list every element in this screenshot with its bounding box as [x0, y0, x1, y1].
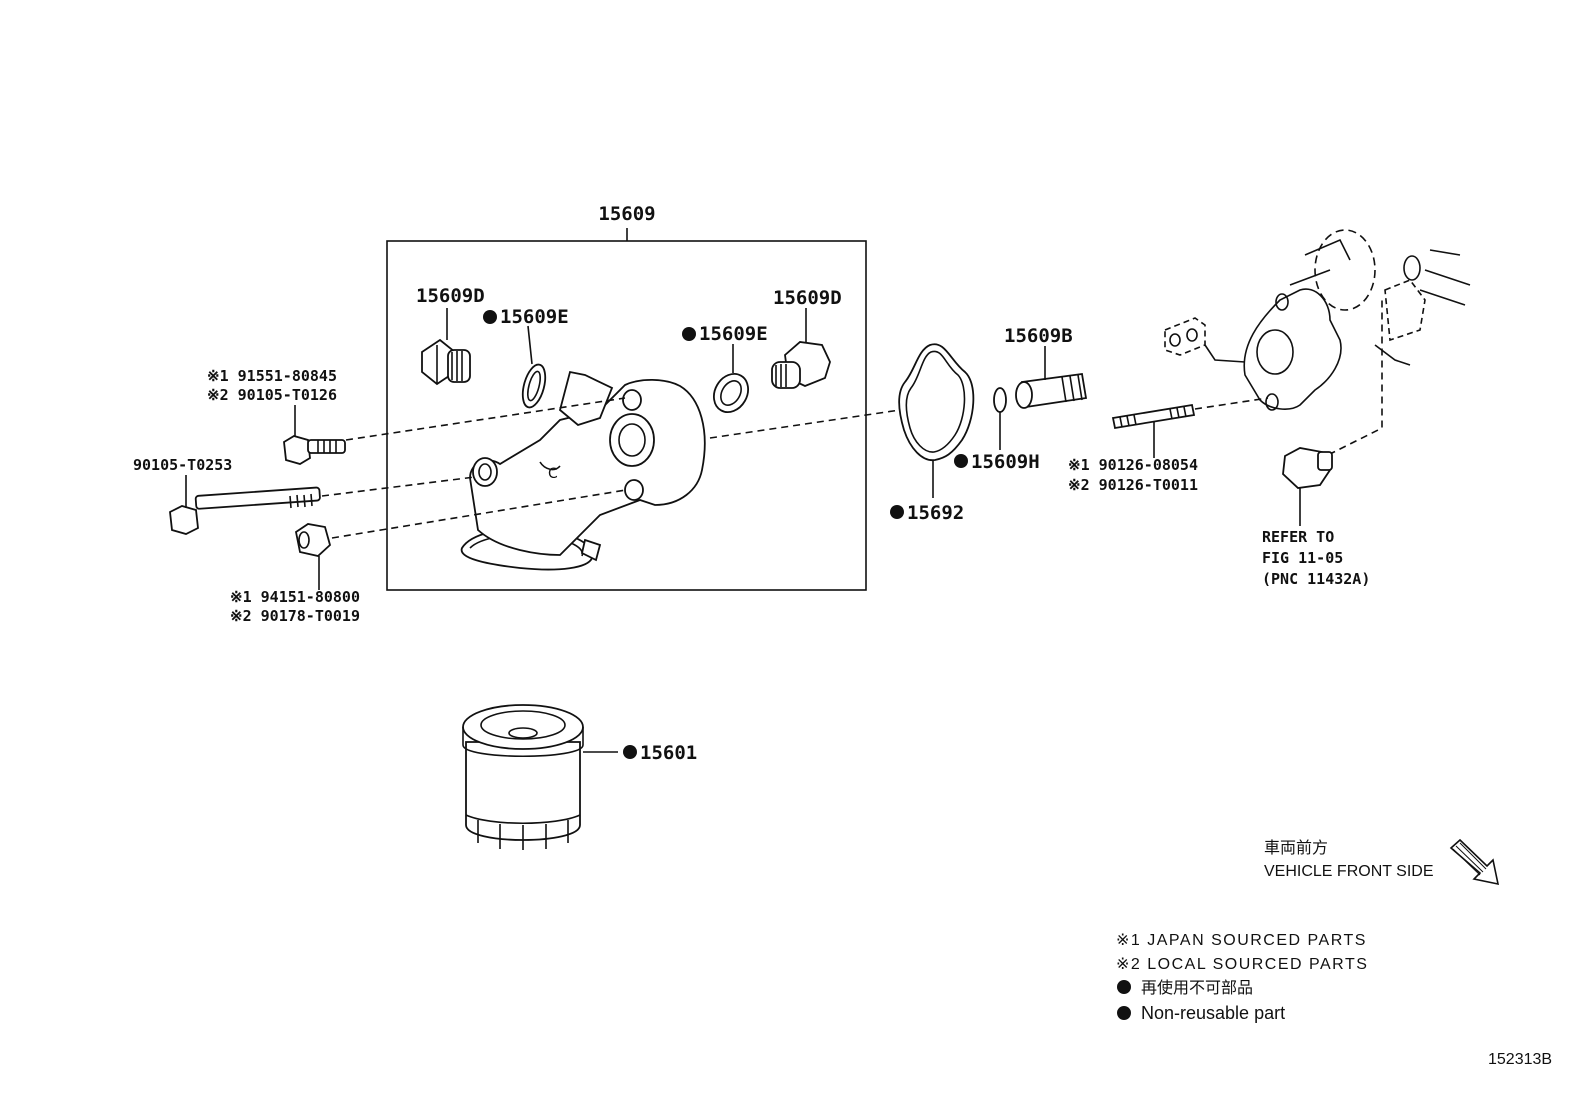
- refer-line-2: FIG 11-05: [1262, 549, 1343, 567]
- bolt-long: [169, 486, 321, 535]
- nonreusable-marker: [483, 310, 497, 324]
- align-line-stud: [1194, 397, 1269, 410]
- callout-15609H: 15609H: [971, 451, 1040, 473]
- legend-dot-icon: [1117, 980, 1131, 994]
- drain-plug: [1282, 447, 1333, 489]
- align-line-drain: [1317, 298, 1383, 461]
- engine-block-fragment: [1164, 229, 1471, 411]
- nonreusable-marker: [954, 454, 968, 468]
- oil-filter-15601: [462, 704, 584, 850]
- callout-15601: 15601: [640, 742, 697, 764]
- legend-nonreusable-jp: 再使用不可部品: [1141, 979, 1253, 997]
- gasket-15609E-right: [713, 373, 749, 413]
- callout-15692: 15692: [907, 502, 964, 524]
- callout-15609B: 15609B: [1004, 325, 1073, 347]
- callout-bolt-long: 90105-T0253: [133, 456, 232, 474]
- diagram-id: 152313B: [1488, 1051, 1552, 1068]
- legend-japan-sourced: ※1 JAPAN SOURCED PARTS: [1116, 932, 1367, 949]
- gasket-15609E-left: [521, 363, 547, 409]
- legend-dot-icon: [1117, 1006, 1131, 1020]
- union-15609B: [1015, 372, 1088, 409]
- callout-15609D-right: 15609D: [773, 287, 842, 309]
- align-line-nut: [331, 489, 627, 539]
- gasket-15692: [898, 343, 975, 461]
- direction-label-jp: 車両前方: [1264, 839, 1328, 857]
- refer-line-1: REFER TO: [1262, 528, 1334, 546]
- callout-15609D-left: 15609D: [416, 285, 485, 307]
- callout-nut-2: ※2 90178-T0019: [230, 607, 360, 625]
- svg-text:C: C: [548, 466, 558, 482]
- plug-15609D-right: [771, 341, 831, 389]
- refer-line-3: (PNC 11432A): [1262, 570, 1370, 588]
- legend-nonreusable-en: Non-reusable part: [1141, 1003, 1285, 1023]
- align-line-gasket: [709, 409, 901, 439]
- oring-15609H: [993, 387, 1007, 413]
- callout-stud-1: ※1 90126-08054: [1068, 456, 1198, 474]
- callout-stud-2: ※2 90126-T0011: [1068, 476, 1198, 494]
- bolt-short: [283, 435, 346, 465]
- legend-local-sourced: ※2 LOCAL SOURCED PARTS: [1116, 956, 1368, 973]
- align-line-bolt-long: [321, 476, 476, 497]
- stud: [1111, 403, 1196, 430]
- front-arrow-icon: [1449, 838, 1500, 886]
- callout-bolt-short-2: ※2 90105-T0126: [207, 386, 337, 404]
- nonreusable-marker: [682, 327, 696, 341]
- plug-15609D-left: [421, 338, 471, 386]
- callout-bolt-short-1: ※1 91551-80845: [207, 367, 337, 385]
- callout-15609E-right: 15609E: [699, 323, 768, 345]
- callout-nut-1: ※1 94151-80800: [230, 588, 360, 606]
- nonreusable-marker: [623, 745, 637, 759]
- callout-15609E-left: 15609E: [500, 306, 569, 328]
- leader-15609E-left: [527, 325, 533, 365]
- oil-filter-bracket: C: [460, 370, 706, 571]
- direction-label-en: VEHICLE FRONT SIDE: [1264, 863, 1434, 880]
- callout-15609: 15609: [598, 203, 655, 225]
- nut: [294, 523, 332, 557]
- nonreusable-marker: [890, 505, 904, 519]
